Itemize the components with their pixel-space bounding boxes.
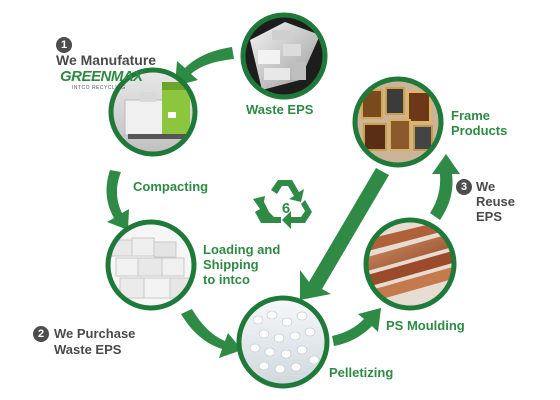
- arrow-recyclable: [300, 168, 389, 300]
- loading-label-line2: Shipping: [203, 257, 259, 272]
- cycle-arrows: [106, 47, 460, 358]
- pelletizing-label: Pelletizing: [329, 365, 394, 380]
- we-purchase-label-line2: Waste EPS: [54, 342, 122, 357]
- ps-moulding-label: PS Moulding: [386, 318, 465, 333]
- frame-label-line1: Frame: [451, 108, 491, 123]
- ps-moulding-photo: [363, 217, 457, 311]
- frame-label-line2: Products: [451, 123, 508, 138]
- greenmax-logo: GREENMAX: [60, 68, 143, 85]
- step-1-badge: 1: [56, 37, 72, 53]
- recycle-icon: [253, 180, 312, 229]
- arrow-waste-to-compactor: [175, 47, 234, 86]
- pellets-photo: [236, 295, 330, 389]
- recycle-number: 6: [282, 200, 290, 217]
- arrow-pelletizing-to-moulding: [332, 308, 381, 346]
- arrow-loading-to-pelletizing: [181, 309, 242, 358]
- arrow-moulding-to-frame: [430, 154, 460, 220]
- we-manufacture-label: We Manufature: [56, 52, 157, 68]
- step-3-badge: 3: [456, 179, 472, 195]
- we-reuse-label-line1: We: [476, 179, 496, 194]
- compacting-label: Compacting: [133, 179, 209, 194]
- waste-eps-label: Waste EPS: [246, 102, 314, 117]
- compactor-machine-photo: [108, 67, 198, 157]
- waste-eps-photo: [240, 12, 328, 100]
- loading-bags-photo: [105, 219, 197, 311]
- greenmax-tagline: INTCO RECYCLING: [72, 85, 126, 91]
- we-reuse-label-line3: EPS: [476, 209, 503, 224]
- step-2-badge: 2: [33, 326, 49, 342]
- loading-label-line1: Loading and: [203, 242, 281, 257]
- we-reuse-label-line2: Reuse: [476, 194, 516, 209]
- arrow-compactor-to-loading: [106, 170, 129, 230]
- loading-label-line3: to intco: [203, 272, 250, 287]
- we-purchase-label-line1: We Purchase: [54, 326, 136, 341]
- frame-products-photo: [352, 76, 444, 168]
